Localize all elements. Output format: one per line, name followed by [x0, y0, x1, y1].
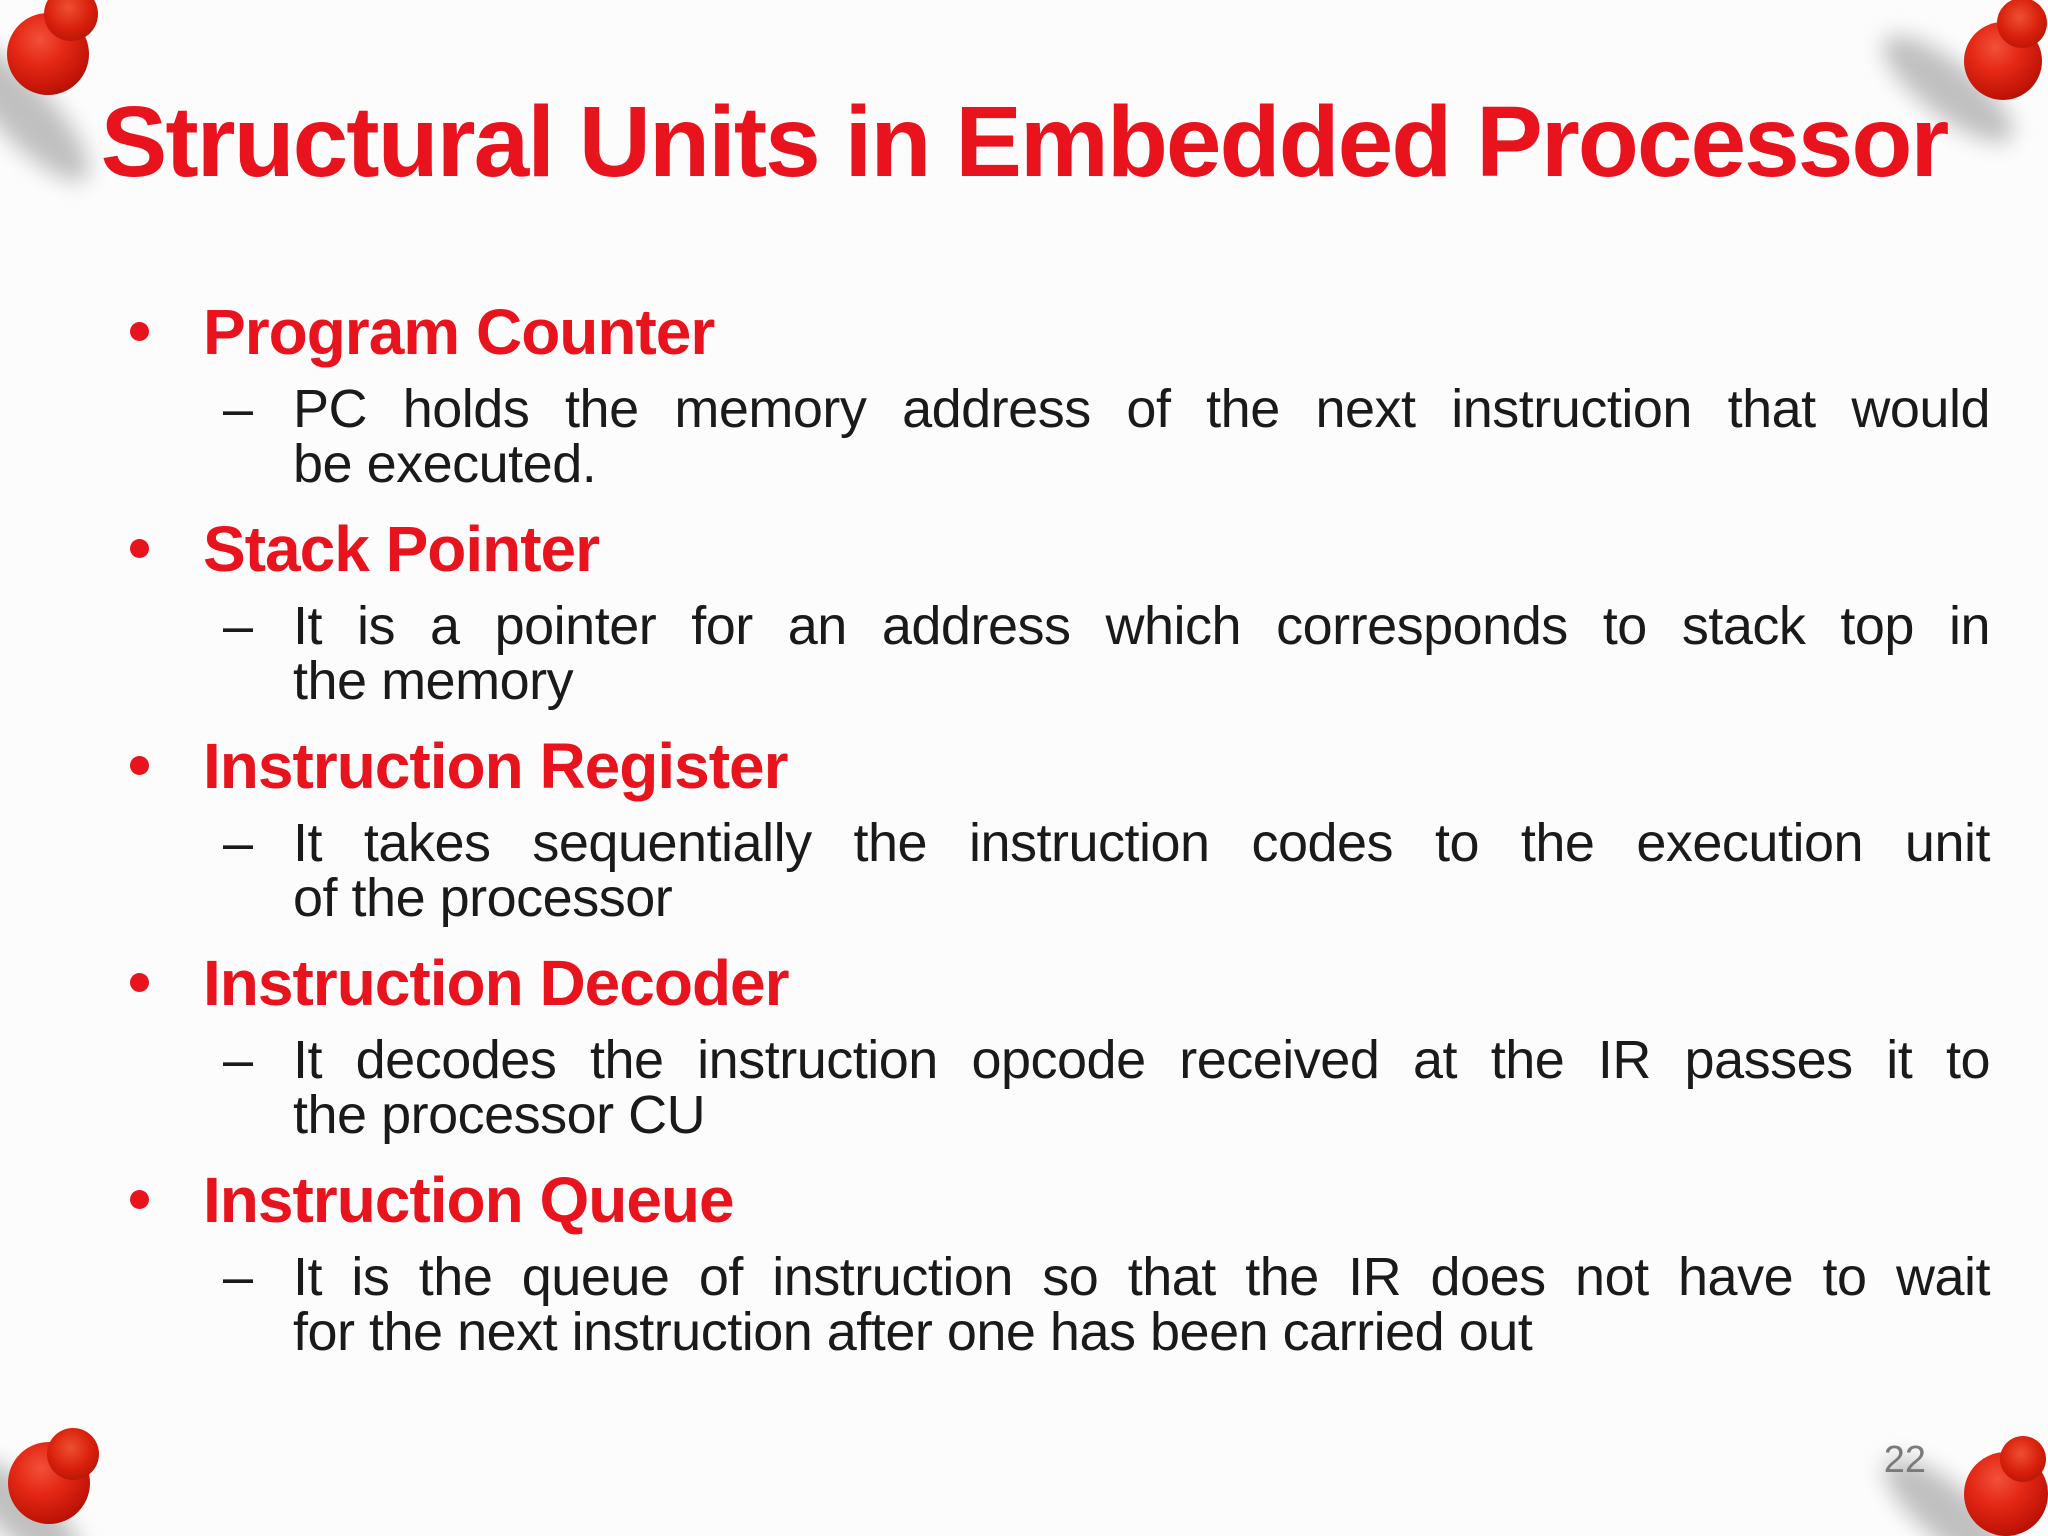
- pushpin-icon: [1869, 1420, 2048, 1536]
- bullet-heading: Program Counter: [128, 300, 1990, 364]
- dash-icon: –: [223, 813, 254, 873]
- sub-bullet: –It is a pointer for an address which co…: [128, 596, 1991, 711]
- dash-icon: –: [223, 1030, 254, 1090]
- bullet-item: Stack Pointer –It is a pointer for an add…: [128, 517, 1991, 711]
- bullet-item: Instruction Decoder –It decodes the instr…: [128, 951, 1991, 1145]
- bullet-item: Program Counter –PC holds the memory addr…: [128, 300, 1991, 494]
- bullet-heading-text: Program Counter: [203, 296, 715, 368]
- pushpin-cap: [2000, 1436, 2046, 1482]
- bullet-heading-text: Instruction Register: [203, 730, 789, 802]
- bullet-heading: Instruction Decoder: [128, 951, 1990, 1015]
- bullet-heading-text: Instruction Decoder: [203, 947, 790, 1019]
- pushpin-cap: [47, 1428, 99, 1480]
- bullet-dot-icon: [130, 1190, 149, 1209]
- bullet-dot-icon: [130, 756, 149, 775]
- sub-bullet: –It takes sequentially the instruction c…: [128, 813, 1991, 928]
- sub-bullet: –It decodes the instruction opcode recei…: [128, 1030, 1991, 1145]
- page-number: 22: [1883, 1439, 1926, 1481]
- sub-bullet-line: be executed.: [293, 434, 597, 494]
- dash-icon: –: [223, 379, 254, 439]
- bullet-heading: Stack Pointer: [128, 517, 1990, 581]
- dash-icon: –: [223, 596, 254, 656]
- bullet-heading: Instruction Queue: [128, 1168, 1990, 1232]
- bullet-item: Instruction Register –It takes sequential…: [128, 734, 1991, 928]
- sub-bullet-line: It is a pointer for an address which cor…: [293, 596, 1991, 656]
- bullet-list: Program Counter–PC holds the memory addr…: [128, 300, 1991, 1362]
- bullet-dot-icon: [130, 322, 149, 341]
- bullet-heading-text: Stack Pointer: [203, 513, 600, 585]
- pushpin-icon: [1868, 0, 2048, 210]
- sub-bullet-line: the memory: [293, 651, 574, 711]
- sub-bullet-line: for the next instruction after one has b…: [293, 1302, 1533, 1362]
- sub-bullet-line: the processor CU: [293, 1085, 706, 1145]
- bullet-heading: Instruction Register: [128, 734, 1990, 798]
- slide-title: Structural Units in Embedded Processor: [100, 86, 1950, 198]
- bullet-dot-icon: [130, 539, 149, 558]
- pushpin-icon: [0, 0, 210, 230]
- sub-bullet-line: It decodes the instruction opcode receiv…: [293, 1030, 1991, 1090]
- bullet-item: Instruction Queue –It is the queue of ins…: [128, 1168, 1991, 1362]
- sub-bullet-line: It is the queue of instruction so that t…: [293, 1247, 1991, 1307]
- sub-bullet: –It is the queue of instruction so that …: [128, 1247, 1991, 1362]
- bullet-heading-text: Instruction Queue: [203, 1164, 735, 1236]
- dash-icon: –: [223, 1247, 254, 1307]
- bullet-dot-icon: [130, 973, 149, 992]
- sub-bullet: –PC holds the memory address of the next…: [128, 379, 1991, 494]
- sub-bullet-line: PC holds the memory address of the next …: [293, 379, 1991, 439]
- pushpin-icon: [0, 1410, 210, 1536]
- sub-bullet-line: It takes sequentially the instruction co…: [293, 813, 1991, 873]
- sub-bullet-line: of the processor: [293, 868, 673, 928]
- pushpin-cap: [1997, 0, 2047, 48]
